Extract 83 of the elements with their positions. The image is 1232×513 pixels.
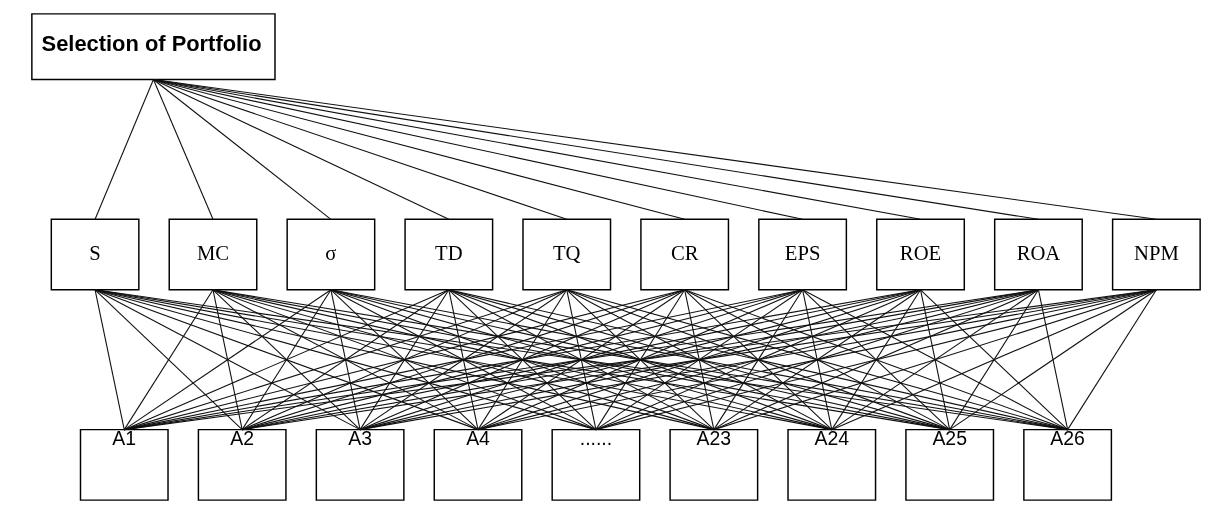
connector bbox=[448, 288, 479, 430]
node-box: A1 bbox=[79, 428, 169, 501]
connector bbox=[595, 288, 922, 430]
node-box: TD bbox=[404, 218, 494, 291]
connector bbox=[477, 288, 568, 430]
connector bbox=[152, 78, 450, 220]
node-box: EPS bbox=[758, 218, 848, 291]
connector bbox=[831, 288, 1157, 430]
connector bbox=[1037, 288, 1069, 430]
connector bbox=[595, 288, 686, 430]
connector bbox=[359, 288, 450, 430]
connector bbox=[949, 288, 1039, 430]
node-box: ROA bbox=[993, 218, 1083, 291]
connector bbox=[241, 288, 568, 430]
node-box: TQ bbox=[522, 218, 612, 291]
connector bbox=[831, 288, 922, 430]
connector bbox=[684, 288, 833, 430]
connector bbox=[94, 288, 125, 430]
connector bbox=[241, 288, 450, 430]
node-box: A4 bbox=[433, 428, 523, 501]
connector bbox=[566, 288, 597, 430]
connector bbox=[359, 288, 568, 430]
connector bbox=[477, 288, 804, 430]
connector bbox=[448, 288, 833, 430]
node-box: CR bbox=[640, 218, 730, 291]
node-box: NPM bbox=[1111, 218, 1201, 291]
connector bbox=[241, 288, 332, 430]
connector bbox=[359, 288, 686, 430]
connector bbox=[566, 288, 715, 430]
connector bbox=[1067, 288, 1157, 430]
node-box: Selection of Portfolio bbox=[31, 12, 276, 80]
connector bbox=[684, 288, 715, 430]
node-box: ROE bbox=[876, 218, 965, 291]
node-box: A3 bbox=[315, 428, 405, 501]
connector bbox=[94, 78, 154, 220]
connector bbox=[152, 78, 686, 220]
node-box: A2 bbox=[197, 428, 287, 501]
node-box: S bbox=[50, 218, 140, 291]
connector bbox=[152, 78, 214, 220]
connector bbox=[920, 288, 951, 430]
connector bbox=[802, 288, 1069, 430]
node-box: A26 bbox=[1023, 428, 1113, 501]
connector bbox=[330, 288, 361, 430]
node-box: A24 bbox=[787, 428, 877, 501]
connector bbox=[684, 288, 951, 430]
connector bbox=[152, 78, 332, 220]
connector bbox=[566, 288, 833, 430]
connector bbox=[595, 288, 804, 430]
node-box: ...... bbox=[551, 428, 641, 501]
connector bbox=[949, 288, 1157, 430]
node-box: MC bbox=[168, 218, 258, 291]
connector bbox=[713, 288, 922, 430]
connector bbox=[713, 288, 1157, 430]
connector bbox=[330, 288, 597, 430]
connector bbox=[802, 288, 951, 430]
connector bbox=[920, 288, 1069, 430]
connector bbox=[123, 288, 332, 430]
connector bbox=[212, 288, 243, 430]
connector bbox=[448, 288, 597, 430]
connector bbox=[595, 288, 1157, 430]
connector bbox=[477, 288, 686, 430]
connector bbox=[94, 288, 361, 430]
connector bbox=[212, 288, 479, 430]
connector bbox=[566, 288, 951, 430]
connector bbox=[713, 288, 804, 430]
connector bbox=[831, 288, 1039, 430]
connector bbox=[330, 288, 479, 430]
connector bbox=[684, 288, 1069, 430]
connector bbox=[152, 78, 568, 220]
node-box: A25 bbox=[905, 428, 995, 501]
connector bbox=[94, 288, 243, 430]
connector bbox=[330, 288, 715, 430]
connector bbox=[152, 78, 804, 220]
connector bbox=[94, 288, 479, 430]
connector bbox=[123, 288, 214, 430]
node-box: σ bbox=[286, 218, 376, 291]
connector bbox=[123, 288, 450, 430]
node-box: A23 bbox=[669, 428, 759, 501]
connector bbox=[802, 288, 833, 430]
connector bbox=[212, 288, 597, 430]
connector bbox=[212, 288, 361, 430]
connector bbox=[448, 288, 715, 430]
connector bbox=[713, 288, 1039, 430]
